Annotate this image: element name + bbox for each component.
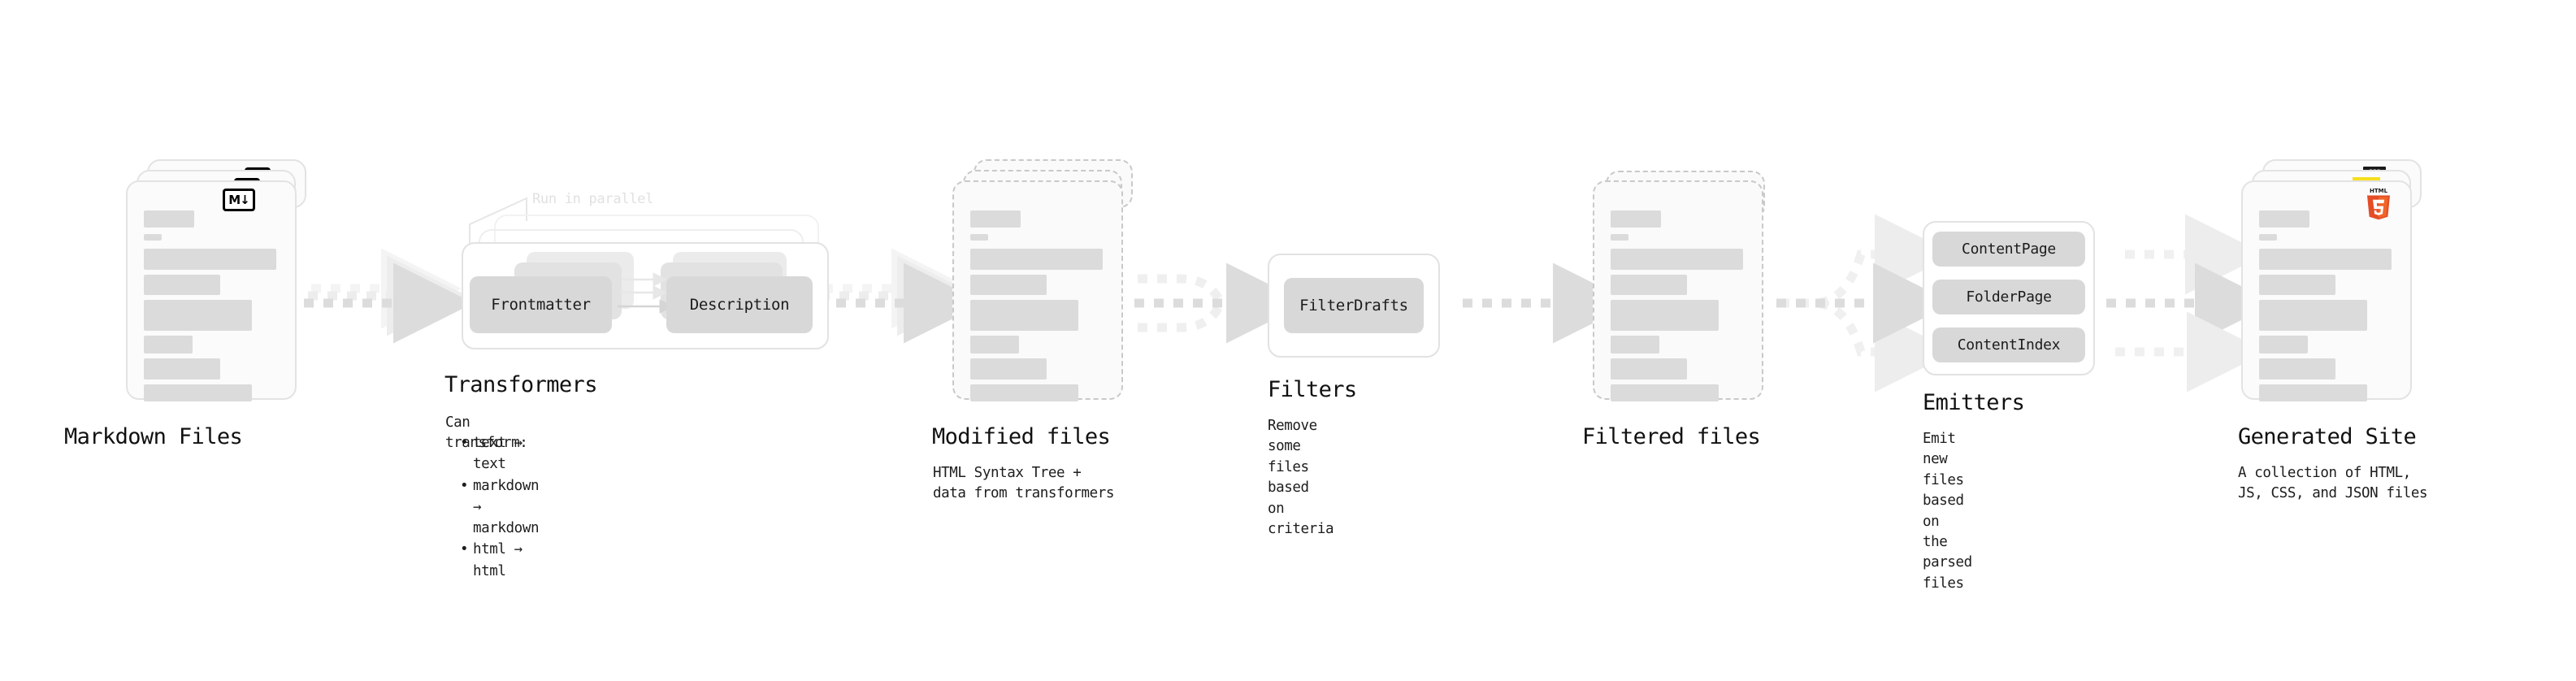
transformer-chip-label: Description [689,296,790,314]
stage-modified-files: Modified files HTML Syntax Tree + data f… [932,159,1144,501]
stage-title-emitters: Emitters [1923,390,2025,415]
transformer-chip-label: Frontmatter [491,296,591,314]
skeleton-line [144,210,194,228]
skeleton-line [144,384,252,401]
skeleton-line [144,300,252,331]
skeleton-line [2259,336,2308,354]
html5-icon-glyph: HTML [2367,188,2390,220]
markdown-icon-glyph: M↓ [223,189,255,211]
skeleton-line [2259,300,2367,331]
skeleton-line [2259,358,2335,380]
connector-emitters-to-site [2106,214,2275,393]
generated-card-stack: CSS [2241,159,2433,403]
stage-subtitle-modified-files: HTML Syntax Tree + data from transformer… [933,465,1114,502]
stage-generated-site: CSS [2238,159,2433,501]
filter-chip-label: FilterDrafts [1299,297,1408,314]
transformer-inner-arrows [618,272,674,314]
filter-chip-filterdrafts[interactable]: FilterDrafts [1284,278,1424,333]
skeleton-line [970,336,1019,354]
stage-subtitle-emitters: Emit new files based on the parsed files [1923,431,1972,592]
filtered-card-stack [1593,159,1785,403]
transformer-chip-frontmatter[interactable]: Frontmatter [470,276,612,333]
emitter-chip-folderpage[interactable]: FolderPage [1932,280,2085,314]
skeleton-line [2259,234,2277,241]
transformer-capability-list: text → text markdown → markdown html → h… [458,432,540,582]
markdown-icon: M↓ [223,189,255,211]
skeleton-line [970,234,988,241]
html5-icon: HTML [2364,187,2393,224]
skeleton-line [970,249,1103,270]
skeleton-line [2259,384,2367,401]
stage-title-filters: Filters [1268,377,1357,402]
skeleton-line [1611,336,1659,354]
skeleton-line [2259,210,2309,228]
stage-title-transformers: Transformers [445,372,597,397]
stage-title-modified-files: Modified files [932,424,1111,449]
emitter-chip-label: ContentPage [1962,241,2056,258]
skeleton-line [144,249,276,270]
emitter-chip-contentindex[interactable]: ContentIndex [1932,327,2085,362]
skeleton-line [970,300,1078,331]
skeleton-line [144,336,193,354]
markdown-card-front [126,180,297,401]
list-item: text → text [460,432,539,475]
connector-modified-to-filters [1134,262,1307,344]
skeleton-line [970,358,1047,380]
skeleton-line [1611,300,1719,331]
modified-card-stack [952,159,1144,403]
markdown-card-stack: M↓ M↓ M↓ [126,159,318,403]
skeleton-line [1611,384,1719,401]
stage-title-filtered-files: Filtered files [1582,424,1761,449]
skeleton-line [144,358,220,380]
skeleton-line [1611,210,1661,228]
stage-markdown-files: M↓ M↓ M↓ Markdown Files [64,159,318,449]
skeleton-line [970,275,1047,295]
skeleton-line [1611,234,1628,241]
skeleton-line [2259,275,2335,295]
emitter-chip-label: ContentIndex [1957,336,2061,354]
skeleton-line [2259,249,2392,270]
skeleton-line [1611,249,1743,270]
run-in-parallel-leader [469,197,527,252]
skeleton-line [144,275,220,295]
stage-filtered-files: Filtered files [1582,159,1785,449]
modified-card-front [952,180,1123,401]
skeleton-line [1611,358,1687,380]
stage-subtitle-filters: Remove some files based on criteria [1268,418,1334,537]
stage-title-markdown-files: Markdown Files [64,424,243,449]
list-item: html → html [460,539,539,582]
connector-filtered-to-emitters [1776,214,1955,393]
annotation-run-in-parallel: Run in parallel [532,191,654,207]
emitter-chip-label: FolderPage [1966,288,2052,306]
skeleton-line [1611,275,1687,295]
emitter-chip-contentpage[interactable]: ContentPage [1932,232,2085,267]
svg-text:HTML: HTML [2370,188,2388,194]
stage-subtitle-generated-site: A collection of HTML, JS, CSS, and JSON … [2238,465,2428,502]
skeleton-line [144,234,162,241]
stage-title-generated-site: Generated Site [2238,424,2417,449]
connector-md-to-transformers [304,248,474,344]
transformer-chip-description[interactable]: Description [666,276,813,333]
skeleton-line [970,384,1078,401]
filtered-card-front [1593,180,1763,401]
skeleton-line [970,210,1021,228]
list-item: markdown → markdown [460,475,540,540]
